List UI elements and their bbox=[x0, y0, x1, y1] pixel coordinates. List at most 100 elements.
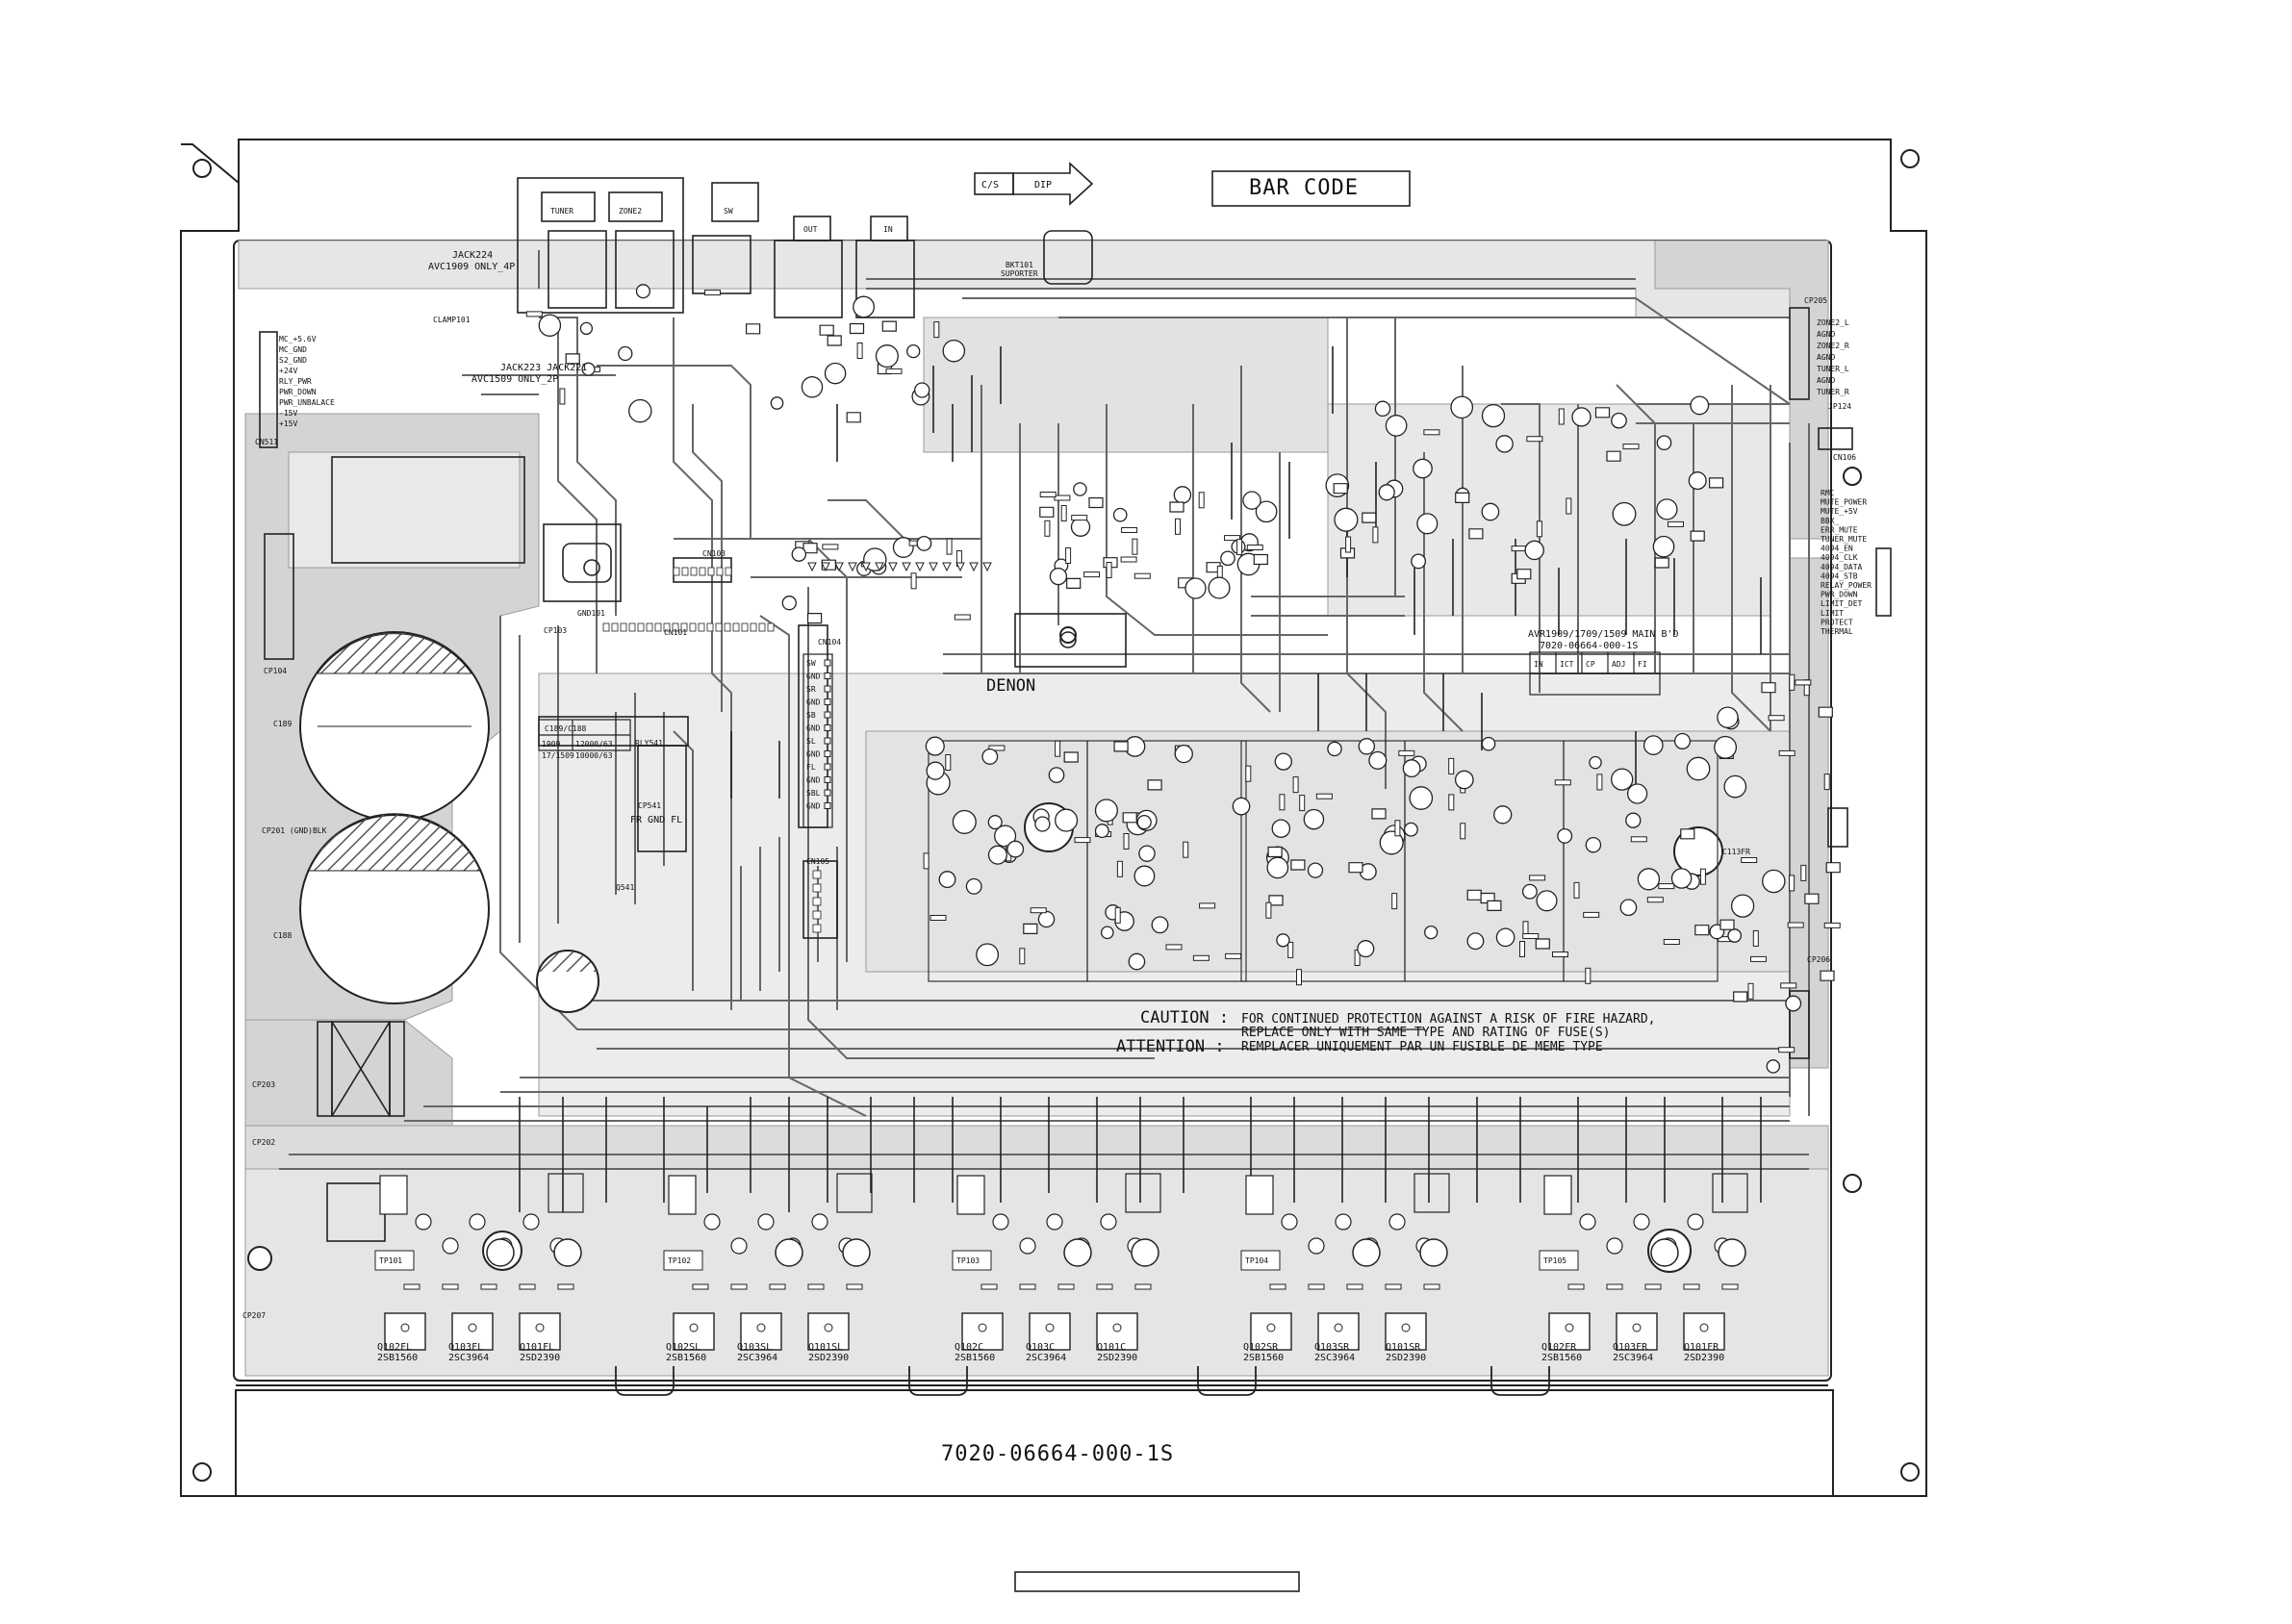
small-resistor bbox=[1019, 948, 1026, 965]
small-resistor bbox=[1116, 860, 1123, 877]
cn103-label: CN103 bbox=[702, 549, 726, 558]
small-capacitor bbox=[1403, 822, 1418, 837]
small-capacitor bbox=[1136, 814, 1152, 830]
speaker-connector-pin: GND bbox=[806, 750, 821, 759]
connector-pad bbox=[681, 567, 689, 576]
small-capacitor bbox=[1138, 845, 1156, 862]
connector-left-pin: RLY_PWR bbox=[279, 377, 312, 386]
small-capacitor bbox=[1656, 498, 1678, 520]
cp103-label: CP103 bbox=[544, 626, 567, 635]
cn104-label: CN104 bbox=[818, 638, 841, 647]
speaker-connector-pad bbox=[824, 750, 831, 757]
heatsink-clip bbox=[1125, 1173, 1161, 1213]
dip-label: DIP bbox=[1034, 180, 1052, 190]
connector-left-pin: S2_GND bbox=[279, 356, 307, 365]
small-capacitor bbox=[914, 382, 930, 398]
cn106-label: CN106 bbox=[1833, 453, 1856, 462]
small-capacitor bbox=[1034, 816, 1051, 832]
small-resistor bbox=[1800, 864, 1807, 881]
small-transistor bbox=[1516, 569, 1532, 580]
diode bbox=[821, 562, 830, 572]
small-transistor bbox=[1253, 553, 1268, 566]
decoupling-capacitor bbox=[553, 1238, 582, 1267]
output-resistor bbox=[1606, 1283, 1623, 1290]
speaker-connector-pad bbox=[824, 789, 831, 797]
small-resistor bbox=[1787, 922, 1804, 928]
decoupling-capacitor bbox=[1419, 1238, 1448, 1267]
test-point bbox=[952, 1250, 992, 1271]
small-resistor bbox=[1065, 547, 1072, 564]
small-resistor bbox=[1536, 520, 1542, 538]
brand-label: DENON bbox=[986, 676, 1035, 696]
filter-capacitors bbox=[247, 631, 1723, 1273]
small-resistor bbox=[1083, 571, 1101, 578]
small-capacitor bbox=[1557, 827, 1573, 844]
small-transistor bbox=[1733, 991, 1748, 1002]
output-capacitor bbox=[1687, 1213, 1704, 1231]
driver-transistor bbox=[1245, 1175, 1274, 1215]
driver-transistor bbox=[956, 1175, 985, 1215]
small-capacitor bbox=[1368, 750, 1388, 770]
diode bbox=[834, 562, 844, 572]
connector-left-pin: +24V bbox=[279, 367, 297, 375]
small-capacitor bbox=[1379, 830, 1404, 855]
output-resistor bbox=[980, 1283, 998, 1290]
small-capacitor bbox=[1128, 952, 1146, 971]
transistor-hole bbox=[1699, 1323, 1709, 1332]
connector-pad bbox=[663, 622, 671, 632]
small-capacitor bbox=[1357, 940, 1375, 958]
small-transistor bbox=[1147, 779, 1162, 791]
connector-pad bbox=[620, 622, 627, 632]
small-capacitor bbox=[1173, 486, 1192, 504]
caution-line3: REMPLACER UNIQUEMENT PAR UN FUSIBLE DE M… bbox=[1241, 1040, 1603, 1054]
control-right-pin: LIMIT_DET bbox=[1821, 599, 1863, 608]
small-resistor bbox=[1296, 969, 1302, 986]
connector-left-pin: -15V bbox=[279, 409, 297, 418]
small-transistor bbox=[1122, 812, 1137, 824]
bottom-box bbox=[1014, 1571, 1300, 1592]
small-resistor bbox=[933, 321, 940, 339]
check-box-label: CP bbox=[1586, 660, 1595, 669]
small-transistor bbox=[1333, 483, 1348, 495]
test-point-label: TP105 bbox=[1543, 1256, 1566, 1265]
small-resistor bbox=[1768, 715, 1785, 722]
small-resistor bbox=[856, 343, 863, 359]
transistor-part: 2SC3964 bbox=[737, 1353, 777, 1363]
in-label: IN bbox=[883, 225, 893, 234]
small-capacitor bbox=[1450, 395, 1474, 419]
small-capacitor bbox=[1481, 502, 1500, 521]
check-box-label: FI bbox=[1638, 660, 1647, 669]
small-resistor bbox=[1522, 933, 1540, 939]
small-resistor bbox=[1132, 538, 1138, 555]
small-resistor bbox=[1039, 492, 1057, 497]
small-resistor bbox=[1120, 556, 1137, 563]
small-resistor bbox=[1106, 562, 1112, 578]
speaker-connector-pad bbox=[824, 802, 831, 809]
small-resistor bbox=[1795, 679, 1812, 686]
board-number: 7020-06664-000-1S bbox=[941, 1442, 1174, 1466]
small-capacitor bbox=[1611, 412, 1627, 429]
small-resistor bbox=[1224, 535, 1240, 542]
small-resistor bbox=[559, 388, 566, 405]
small-capacitor bbox=[1174, 744, 1193, 764]
speaker-connector bbox=[802, 653, 833, 828]
small-resistor bbox=[954, 614, 971, 621]
small-capacitor bbox=[1112, 507, 1128, 522]
small-resistor bbox=[1668, 520, 1684, 527]
small-capacitor bbox=[1416, 513, 1439, 535]
small-transistor bbox=[1818, 706, 1833, 718]
small-capacitor bbox=[1730, 894, 1755, 918]
transistor-label: Q103FL bbox=[448, 1342, 483, 1353]
transistor-part: 2SD2390 bbox=[520, 1353, 560, 1363]
output-stage bbox=[374, 1173, 1748, 1351]
small-transistor bbox=[1023, 923, 1038, 934]
small-resistor bbox=[1199, 902, 1216, 909]
small-resistor bbox=[1448, 794, 1455, 811]
small-capacitor bbox=[1495, 435, 1514, 453]
cap-row2-a: 17/1509 bbox=[542, 751, 574, 760]
diode bbox=[969, 562, 979, 572]
small-resistor bbox=[945, 754, 952, 771]
transistor-label: Q102C bbox=[955, 1342, 983, 1353]
control-right-pin: ERR_MUTE bbox=[1821, 525, 1858, 534]
